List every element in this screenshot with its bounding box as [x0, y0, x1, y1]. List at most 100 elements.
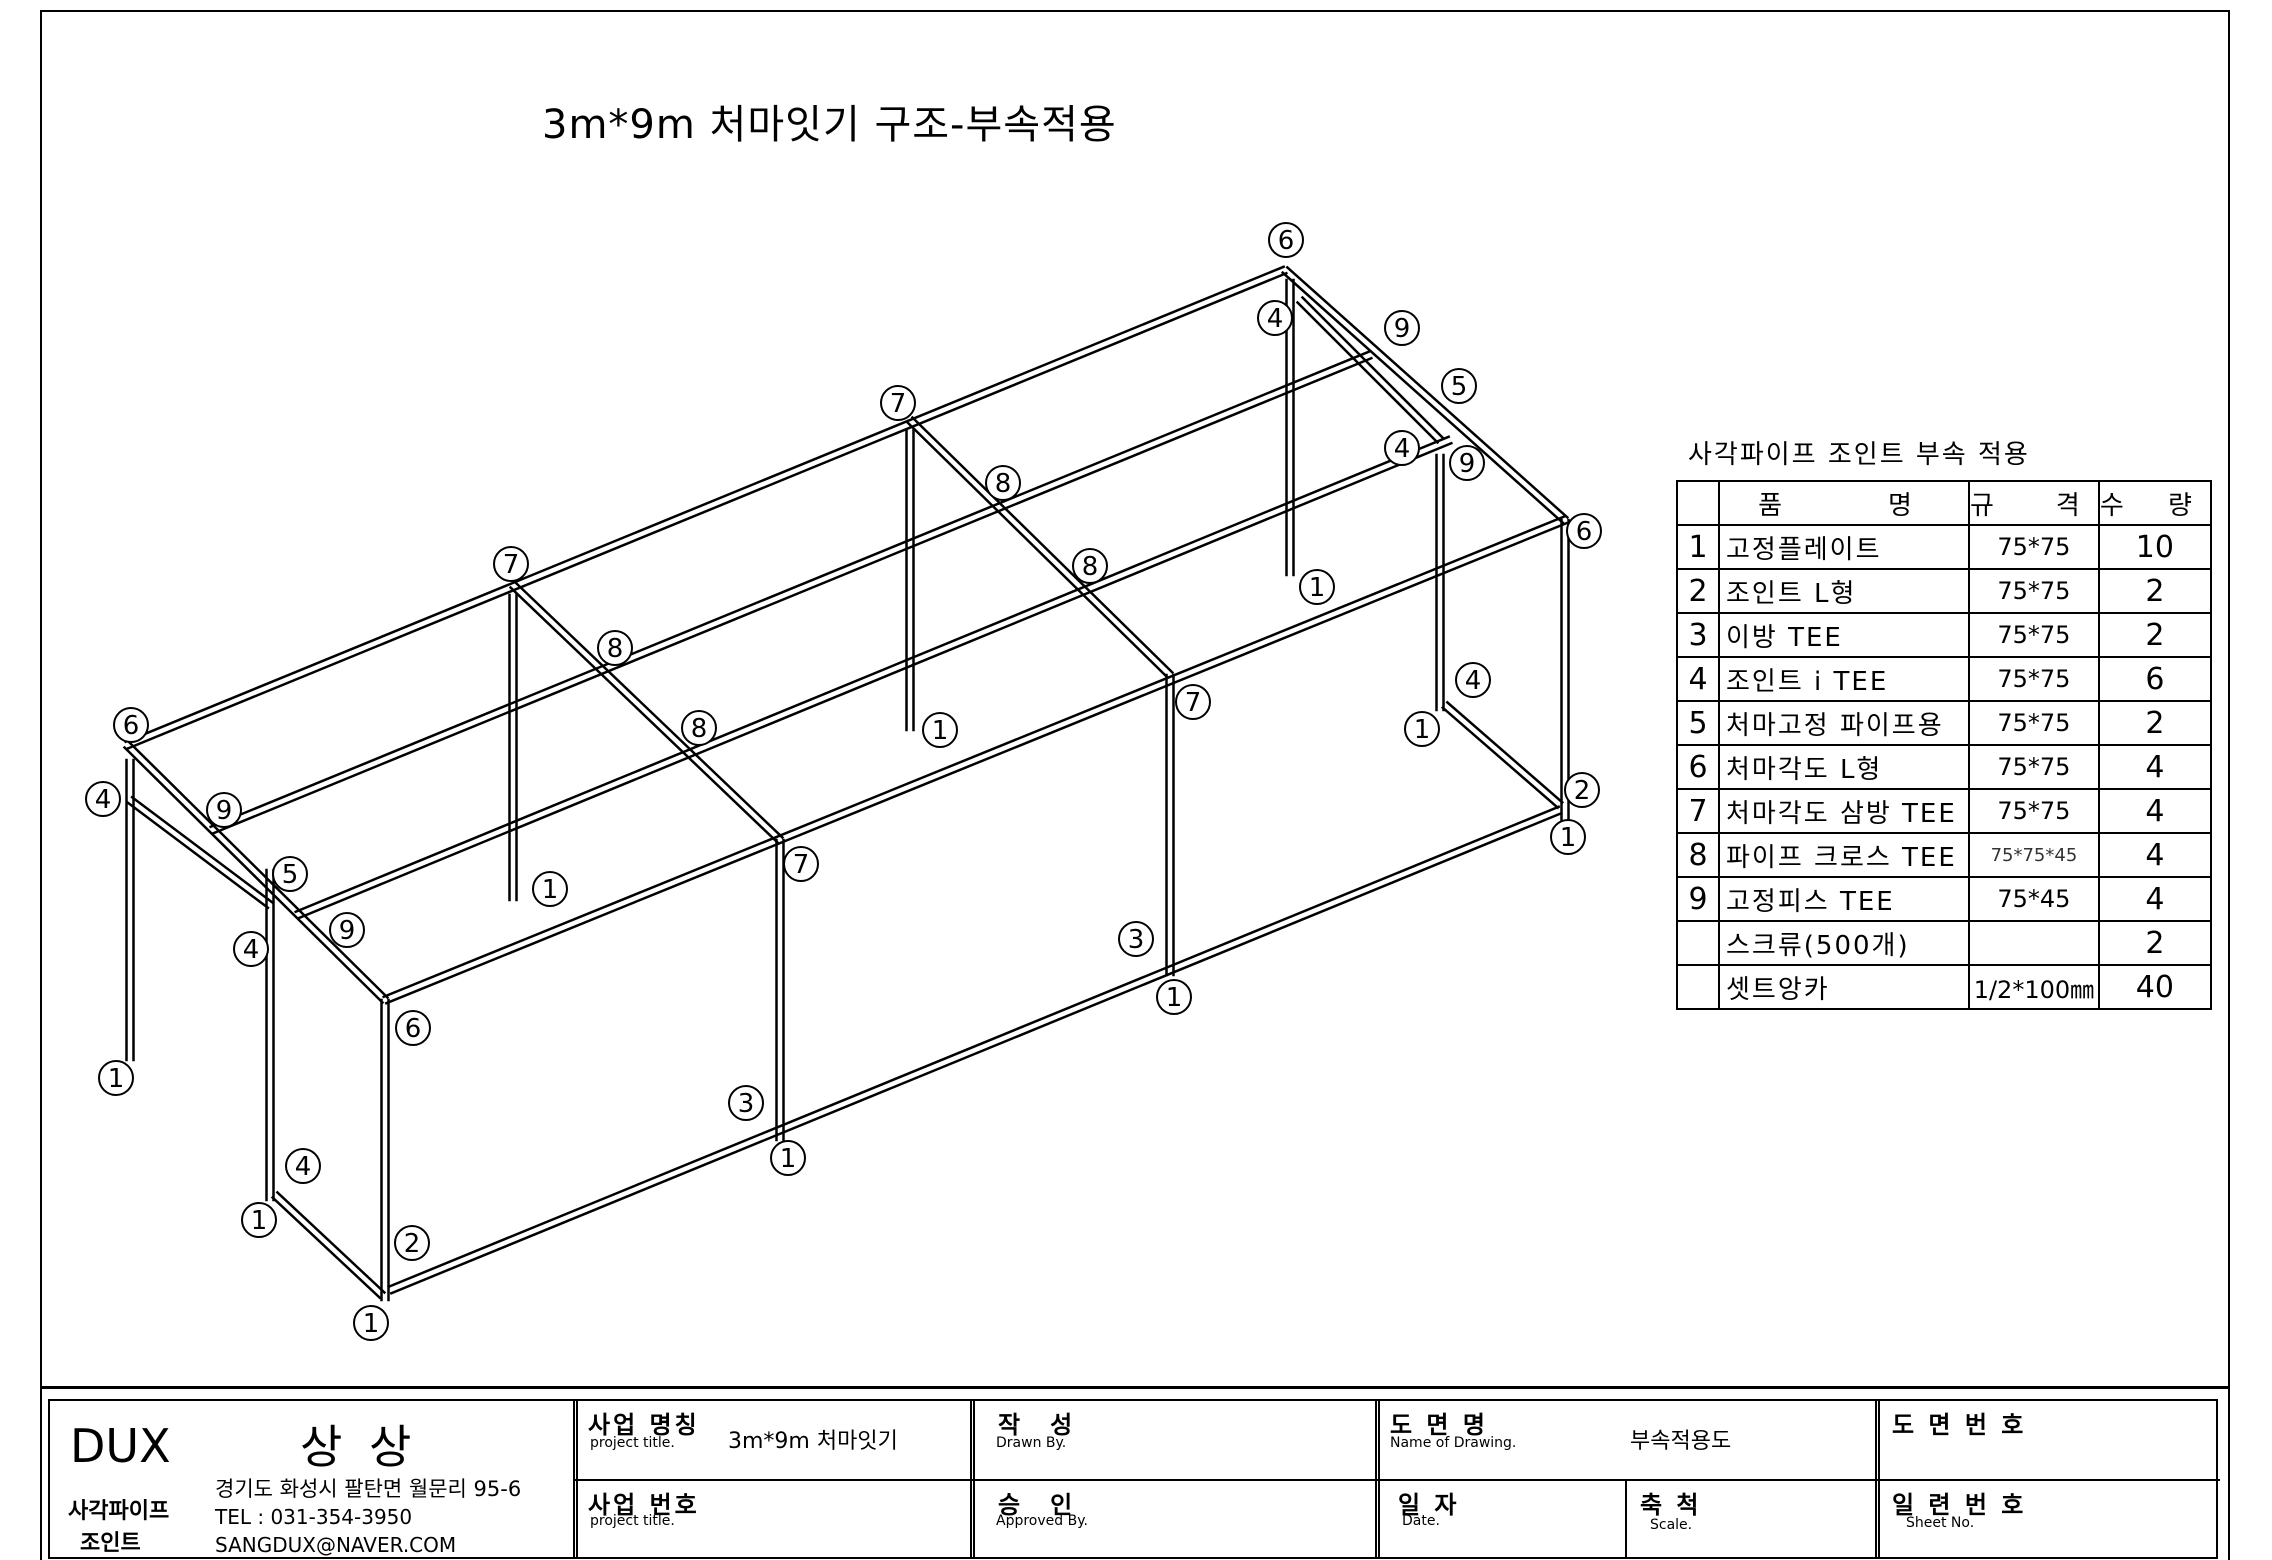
part-callout-number: 6	[1576, 517, 1593, 547]
date-label: 일 자	[1398, 1491, 1460, 1519]
bom-cell-qty: 2	[2097, 568, 2212, 614]
bom-header-cell	[1676, 480, 1720, 526]
bom-cell-spec: 1/2*100㎜	[1968, 964, 2100, 1010]
bom-cell-spec: 75*75	[1968, 568, 2100, 614]
bom-cell-qty: 2	[2097, 700, 2212, 746]
approved-by-label-en: Approved By.	[996, 1513, 1088, 1529]
part-callout-circle	[1175, 684, 1211, 720]
bom-cell-qty: 4	[2097, 744, 2212, 790]
bom-header-cell: 품 명	[1718, 480, 1970, 526]
part-callout-number: 8	[607, 634, 624, 664]
part-callout-number: 2	[404, 1229, 421, 1259]
bom-cell-no: 4	[1676, 656, 1720, 702]
bom-cell-no: 3	[1676, 612, 1720, 658]
pipe-member	[126, 271, 1288, 750]
pipe-member	[122, 745, 385, 1005]
part-callout-circle	[395, 1010, 431, 1046]
drawing-name-label: 도 면 명	[1390, 1411, 1488, 1439]
part-callout-circle	[493, 546, 529, 582]
bom-cell-name: 고정피스 TEE	[1718, 876, 1970, 922]
part-callout-number: 9	[216, 796, 233, 826]
bom-cell-no: 8	[1676, 832, 1720, 878]
bom-row: 스크류(500개)2	[1676, 920, 2212, 966]
part-callout-number: 5	[282, 860, 299, 890]
pipe-member	[910, 415, 1175, 675]
bom-cell-spec: 75*75	[1968, 656, 2100, 702]
part-callout-number: 3	[738, 1089, 755, 1119]
pipe-member	[294, 435, 1451, 914]
part-callout-number: 4	[243, 935, 260, 965]
pipe-member	[1285, 265, 1570, 520]
title-block: DUX 상 상 사각파이프 조인트 경기도 화성시 팔탄면 월문리 95-6 T…	[40, 1386, 2230, 1559]
bom-cell-qty: 10	[2097, 524, 2212, 570]
part-callout-number: 8	[995, 469, 1012, 499]
part-callout-number: 6	[1278, 226, 1295, 256]
part-callout-circle	[880, 385, 916, 421]
pipe-member	[384, 521, 1568, 1005]
drawn-by-label: 작 성	[998, 1411, 1076, 1439]
pipe-member	[275, 1190, 387, 1295]
part-callout-number: 1	[363, 1309, 380, 1339]
bom-cell-no: 7	[1676, 788, 1720, 834]
part-callout-circle	[1072, 548, 1108, 584]
pipe-member	[209, 350, 1371, 829]
part-callout-circle	[1268, 222, 1304, 258]
part-callout-number: 4	[1267, 304, 1284, 334]
part-callout-circle	[728, 1085, 764, 1121]
bom-cell-qty: 2	[2097, 612, 2212, 658]
drawing-frame	[40, 10, 2230, 1560]
part-callout-number: 1	[1414, 715, 1431, 745]
date-label-en: Date.	[1402, 1513, 1440, 1529]
part-callout-number: 2	[1574, 776, 1591, 806]
project-name-label-en: project title.	[590, 1435, 675, 1451]
pipe-member	[130, 795, 274, 904]
part-callout-circle	[285, 1148, 321, 1184]
bom-cell-spec: 75*75	[1968, 788, 2100, 834]
part-callout-circle	[394, 1225, 430, 1261]
bom-cell-spec: 75*75	[1968, 612, 2100, 658]
project-no-label: 사업 번호	[588, 1491, 700, 1519]
bom-header-cell: 규 격	[1968, 480, 2100, 526]
part-callout-circle	[241, 1202, 277, 1238]
part-callout-circle	[206, 792, 242, 828]
project-no-label-en: project title.	[590, 1513, 675, 1529]
scale-label: 축 척	[1640, 1491, 1702, 1519]
bom-cell-spec: 75*75*45	[1968, 832, 2100, 878]
part-callout-circle	[1550, 819, 1586, 855]
part-callout-number: 1	[251, 1206, 268, 1236]
bom-cell-qty: 4	[2097, 788, 2212, 834]
drawing-name-value: 부속적용도	[1630, 1429, 1732, 1454]
company-sub-1: 사각파이프	[68, 1499, 170, 1524]
bom-cell-qty: 2	[2097, 920, 2212, 966]
pipe-member	[211, 356, 1373, 835]
bom-cell-spec: 75*75	[1968, 744, 2100, 790]
part-callout-number: 1	[108, 1064, 125, 1094]
part-callout-circle	[272, 856, 308, 892]
bom-cell-no	[1676, 920, 1720, 966]
company-tel: TEL : 031-354-3950	[215, 1505, 413, 1529]
part-callout-number: 8	[1082, 552, 1099, 582]
part-callout-circle	[985, 465, 1021, 501]
pipe-member	[389, 811, 1563, 1295]
bom-cell-qty: 6	[2097, 656, 2212, 702]
part-callout-circle	[1384, 310, 1420, 346]
part-callout-circle	[1156, 979, 1192, 1015]
part-callout-number: 9	[1394, 314, 1411, 344]
part-callout-circle	[353, 1305, 389, 1341]
part-callout-number: 4	[1394, 434, 1411, 464]
part-callout-number: 7	[503, 550, 520, 580]
part-callout-circle	[1449, 445, 1485, 481]
project-name-label: 사업 명칭	[588, 1411, 700, 1439]
bom-cell-spec	[1968, 920, 2100, 966]
pipe-member	[1280, 270, 1565, 525]
part-callout-circle	[1118, 921, 1154, 957]
part-callout-circle	[922, 712, 958, 748]
